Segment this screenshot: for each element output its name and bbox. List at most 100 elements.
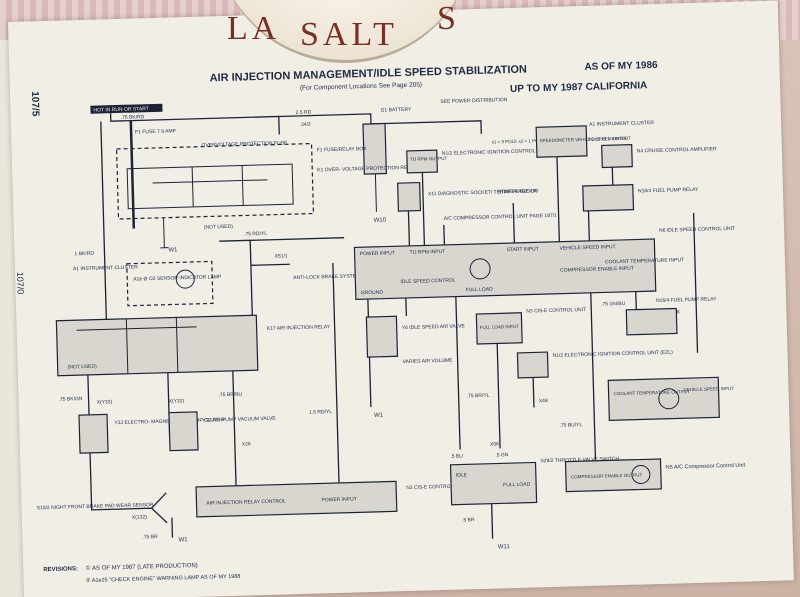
conn-x132: X(132) bbox=[132, 514, 148, 520]
revision-2: ② A1e25 "CHECK ENGINE" WARNING LAMP AS O… bbox=[86, 573, 241, 584]
n5-label: N5 A/C Compressor Control Unit bbox=[666, 463, 746, 471]
n5-ac-box bbox=[564, 458, 662, 493]
y32-valve-symbol bbox=[168, 411, 199, 452]
varies-label: VARIES AIR VOLUME bbox=[403, 358, 454, 365]
ground-w11: W11 bbox=[498, 544, 511, 550]
wire-75br: .75 BR bbox=[142, 534, 158, 540]
wire-brbu: .75 BR/BU bbox=[218, 392, 242, 399]
o2-lamp-symbol bbox=[175, 269, 195, 289]
revision-1: ① AS OF MY 1987 (LATE PRODUCTION) bbox=[85, 562, 198, 572]
diagram-title: AIR INJECTION MANAGEMENT/IDLE SPEED STAB… bbox=[209, 64, 527, 85]
n1-2-label: N1/2 ELECTRONIC IGNITION CONTROL UNIT (E… bbox=[442, 148, 563, 157]
wire-label-3: 34/2 bbox=[301, 122, 311, 128]
ground-label: GROUND bbox=[361, 290, 384, 297]
fuel-pump-relay-box bbox=[582, 184, 635, 212]
n3-cis-bottom-box bbox=[195, 480, 398, 518]
k17-not-used: (NOT USED) bbox=[68, 364, 98, 371]
battery-label: G1 BATTERY bbox=[381, 107, 412, 114]
page-number: 107/5 bbox=[29, 91, 41, 117]
diagram-page: AIR INJECTION MANAGEMENT/IDLE SPEED STAB… bbox=[8, 0, 794, 597]
n3-cis-label: N3 CIS-E CONTROL UNIT bbox=[526, 307, 586, 315]
n1-2-ezl-box-2 bbox=[516, 351, 549, 379]
n4-label: N4 CRUISE CONTROL AMPLIFIER bbox=[637, 146, 717, 154]
n6-transistor-symbol bbox=[469, 258, 491, 280]
vehicle-speed-label: VEHICLE SPEED INPUT bbox=[683, 386, 734, 392]
start-page-label: START PAGE 100 bbox=[498, 188, 539, 195]
x11-label: X11 DIAGNOSTIC SOCKET/ TERMINAL BLOCK bbox=[428, 188, 538, 197]
wire-15rdyl: 1.5 RD/YL bbox=[309, 409, 332, 416]
full-load-2-label: FULL LOAD bbox=[503, 482, 531, 489]
rpm-input-label: TO RPM INPUT bbox=[410, 249, 446, 256]
instrument-cluster-label: A1 INSTRUMENT CLUSTER bbox=[73, 264, 138, 272]
x51-label: X51/1 bbox=[275, 253, 288, 259]
n3-cis-label-2: N3 CIS-E CONTROL UNIT bbox=[406, 483, 466, 491]
coolant-out-label: COOLANT TEMPERATURE OUTPUT bbox=[614, 389, 691, 396]
n5-transistor-symbol bbox=[631, 465, 651, 485]
ground-w10: W10 bbox=[374, 218, 387, 224]
y6-valve-symbol bbox=[365, 315, 399, 358]
s10-label: S10/2 NIGHT FRONT BRAKE PAD WEAR SENSOR bbox=[37, 502, 154, 511]
ground-w1-y6: W1 bbox=[374, 413, 384, 419]
k1-label: K1 OVER- VOLTAGE PROTECTION RELAY bbox=[317, 165, 417, 174]
n6-idle-speed-control-unit bbox=[353, 238, 657, 301]
o2-indicator-box bbox=[126, 260, 214, 307]
wire-buyl: .75 BU/YL bbox=[559, 422, 582, 429]
full-load-input-label: FULL LOAD INPUT bbox=[480, 324, 519, 330]
k17-relay-box bbox=[55, 314, 259, 377]
diagram-subtitle: (For Component Locations See Page 205) bbox=[300, 81, 422, 91]
start-input-label: START INPUT bbox=[506, 246, 538, 253]
hot-bar bbox=[90, 103, 163, 114]
ac-compressor-label: A/C COMPRESSOR CONTROL UNIT PAGE 187/1 bbox=[444, 213, 558, 222]
x11-socket-box bbox=[397, 181, 422, 212]
rpm-output-label: TO RPM OUTPUT bbox=[410, 156, 448, 162]
y6-label: Y6 IDLE SPEED AIR VALVE bbox=[402, 323, 466, 331]
wire-5br: .5 BR bbox=[462, 517, 475, 523]
wiring-diagram: AIR INJECTION MANAGEMENT/IDLE SPEED STAB… bbox=[15, 60, 746, 584]
air-inj-relay-ctrl: AIR INJECTION RELAY CONTROL bbox=[206, 498, 286, 506]
hot-label: HOT IN RUN OR START bbox=[93, 106, 148, 114]
overvoltage-label: OVERVOLTAGE PROTECTION FUSE bbox=[201, 140, 288, 148]
as-of-label: AS OF MY 1986 bbox=[584, 60, 658, 73]
power-input-2: POWER INPUT bbox=[321, 496, 356, 503]
jar-text-right: S bbox=[437, 0, 460, 37]
wire-5bu: .5 BU bbox=[450, 453, 463, 459]
s29-label: S29/2 THROTTLE VALVE SWITCH bbox=[540, 456, 619, 464]
coolant-temp-label: COOLANT TEMPERATURE INPUT bbox=[605, 257, 684, 265]
wire-1bkrd: 1 BK/RD bbox=[74, 251, 94, 258]
conn-x56: X56 bbox=[490, 441, 499, 447]
jar-text-salt: SALT bbox=[300, 16, 398, 53]
conn-x26: X26 bbox=[242, 441, 251, 447]
n16b-label: N16/4 FUEL PUMP RELAY bbox=[656, 296, 717, 304]
side-number: 107/0 bbox=[15, 272, 26, 295]
wire-label-2: 2.5 RD bbox=[296, 110, 312, 116]
y32-label: Y32 AIR PUMP VACUUM VALVE bbox=[202, 416, 276, 424]
y33-clutch-symbol bbox=[78, 413, 109, 454]
jar-text-left: LA bbox=[227, 10, 281, 47]
conn-x48: X48 bbox=[539, 398, 548, 404]
wire-label-1: .75 BK/RD bbox=[121, 114, 145, 121]
wire-bkgn: .75 BK/GN bbox=[58, 396, 82, 403]
f1-label: F1 FUSE/RELAY BOX bbox=[317, 146, 368, 153]
n3-transistor-symbol bbox=[658, 388, 680, 410]
not-used-label: (NOT USED) bbox=[204, 224, 234, 231]
k17-label: K17 AIR INJECTION RELAY bbox=[267, 324, 331, 332]
wire-rdyl: .75 RD/YL bbox=[244, 231, 267, 238]
n16-label: N16/4 FUEL PUMP RELAY bbox=[638, 187, 699, 195]
speedometer-box bbox=[535, 125, 588, 158]
antilock-label: ANTI-LOCK BRAKE SYSTEM PAGE 126 bbox=[293, 273, 385, 282]
vehicle-speed-input-label: VEHICLE SPEED INPUT bbox=[559, 244, 615, 252]
wire-gnbu: .75 GN/BU bbox=[601, 301, 626, 308]
n3-coolant-speed-box bbox=[607, 376, 720, 421]
conn-y32: X(Y32) bbox=[169, 398, 185, 404]
idle-speed-ctrl-label: IDLE SPEED CONTROL bbox=[400, 278, 456, 286]
idle-label: IDLE bbox=[456, 472, 468, 478]
ground-w1-a: W1 bbox=[168, 247, 178, 253]
n3-full-load-box bbox=[475, 312, 523, 345]
s29-switch-box bbox=[449, 461, 538, 506]
power-dist-label: SEE POWER DISTRIBUTION bbox=[440, 97, 507, 105]
conn-y33: X(Y33) bbox=[97, 399, 113, 405]
full-load-label: FULL LOAD bbox=[466, 287, 494, 294]
fuse-label: F1 FUSE 7 8 AMP bbox=[135, 128, 177, 135]
compressor-enable-label: COMPRESSOR ENABLE INPUT bbox=[560, 266, 634, 274]
